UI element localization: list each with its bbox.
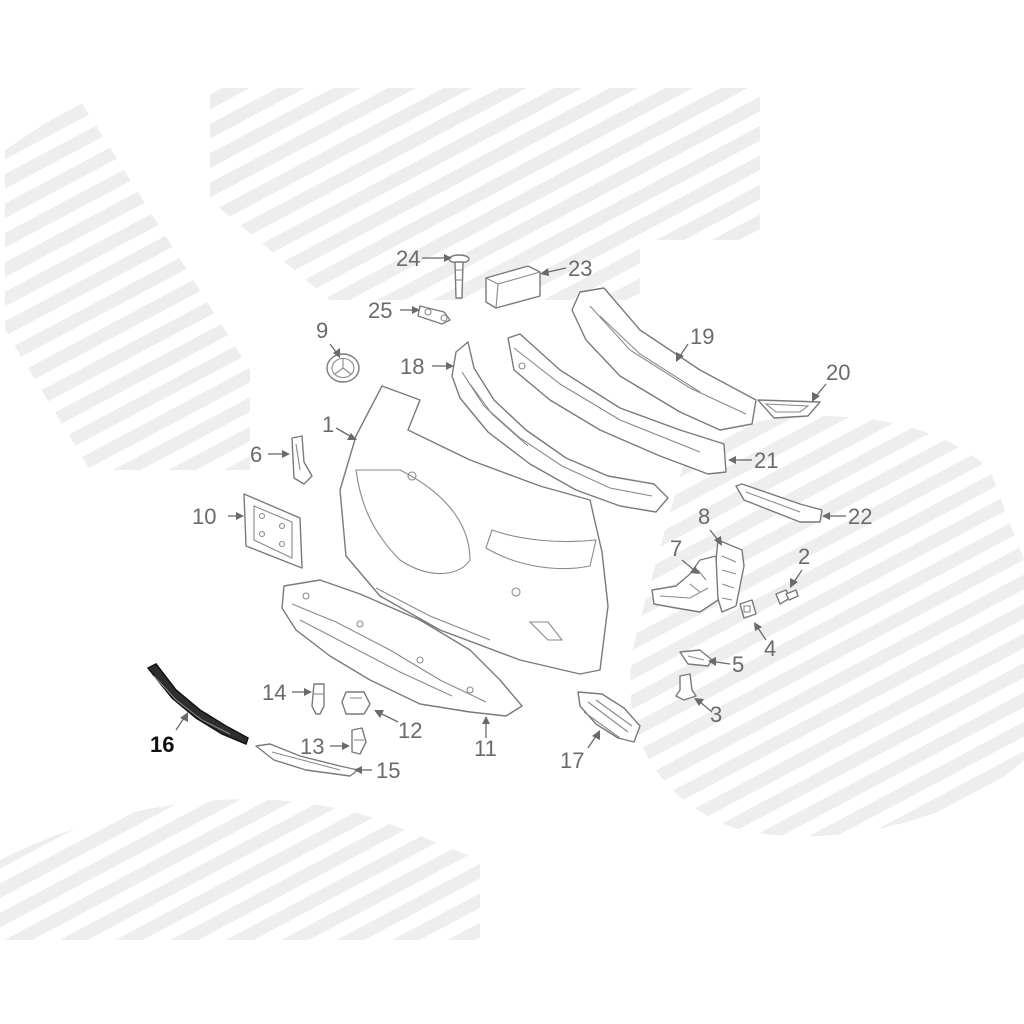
part-3-stud[interactable] (675, 673, 697, 701)
part-24-bolt[interactable] (448, 254, 470, 299)
callout-23: 23 (568, 256, 592, 281)
callout-25: 25 (368, 298, 392, 323)
callout-15: 15 (376, 758, 400, 783)
part-10-plate-bracket[interactable] (243, 493, 303, 569)
callout-labels: 24 23 25 9 18 19 20 1 6 21 10 22 8 7 2 4… (150, 246, 872, 783)
callout-4: 4 (764, 636, 776, 661)
callout-9: 9 (316, 318, 328, 343)
callout-18: 18 (400, 354, 424, 379)
callout-2: 2 (798, 544, 810, 569)
callout-11: 11 (474, 736, 497, 761)
part-25-clip[interactable] (417, 305, 451, 325)
part-11-underbody-panel[interactable] (281, 579, 523, 717)
part-23-bracket[interactable] (485, 265, 541, 309)
callout-5: 5 (732, 652, 744, 677)
part-17-grille[interactable] (577, 691, 641, 743)
callout-21: 21 (754, 448, 778, 473)
part-4-clip[interactable] (739, 599, 757, 619)
part-14-fastener[interactable] (311, 683, 325, 715)
part-16-spoiler-lip[interactable] (146, 663, 249, 746)
callout-8: 8 (698, 504, 710, 529)
part-21-bumper-beam[interactable] (507, 333, 727, 475)
part-19-upper-bracket[interactable] (571, 287, 757, 431)
callout-24: 24 (396, 246, 420, 271)
callout-16: 16 (150, 732, 174, 757)
part-2-screw[interactable] (775, 589, 799, 605)
callout-19: 19 (690, 324, 714, 349)
callout-6: 6 (250, 442, 262, 467)
part-22-side-bracket[interactable] (735, 483, 823, 523)
callout-20: 20 (826, 360, 850, 385)
callout-1: 1 (322, 412, 334, 437)
callout-10: 10 (192, 504, 216, 529)
callout-13: 13 (300, 734, 324, 759)
part-6-bracket[interactable] (291, 435, 313, 485)
part-18-mounting-bracket[interactable] (451, 341, 669, 513)
part-7-air-guide[interactable] (651, 555, 719, 613)
leader-lines (175, 254, 846, 774)
callout-17: 17 (560, 748, 584, 773)
part-9-emblem[interactable] (326, 353, 360, 383)
callout-14: 14 (262, 680, 286, 705)
callout-22: 22 (848, 504, 872, 529)
callout-12: 12 (398, 718, 422, 743)
callout-7: 7 (670, 536, 682, 561)
part-20-trim[interactable] (757, 399, 821, 419)
callout-3: 3 (710, 702, 722, 727)
part-5-clip[interactable] (679, 649, 713, 667)
part-12-nut[interactable] (341, 691, 371, 715)
part-1-bumper-cover[interactable] (339, 385, 609, 675)
watermark (0, 88, 1024, 940)
part-13-bolt[interactable] (351, 727, 367, 755)
